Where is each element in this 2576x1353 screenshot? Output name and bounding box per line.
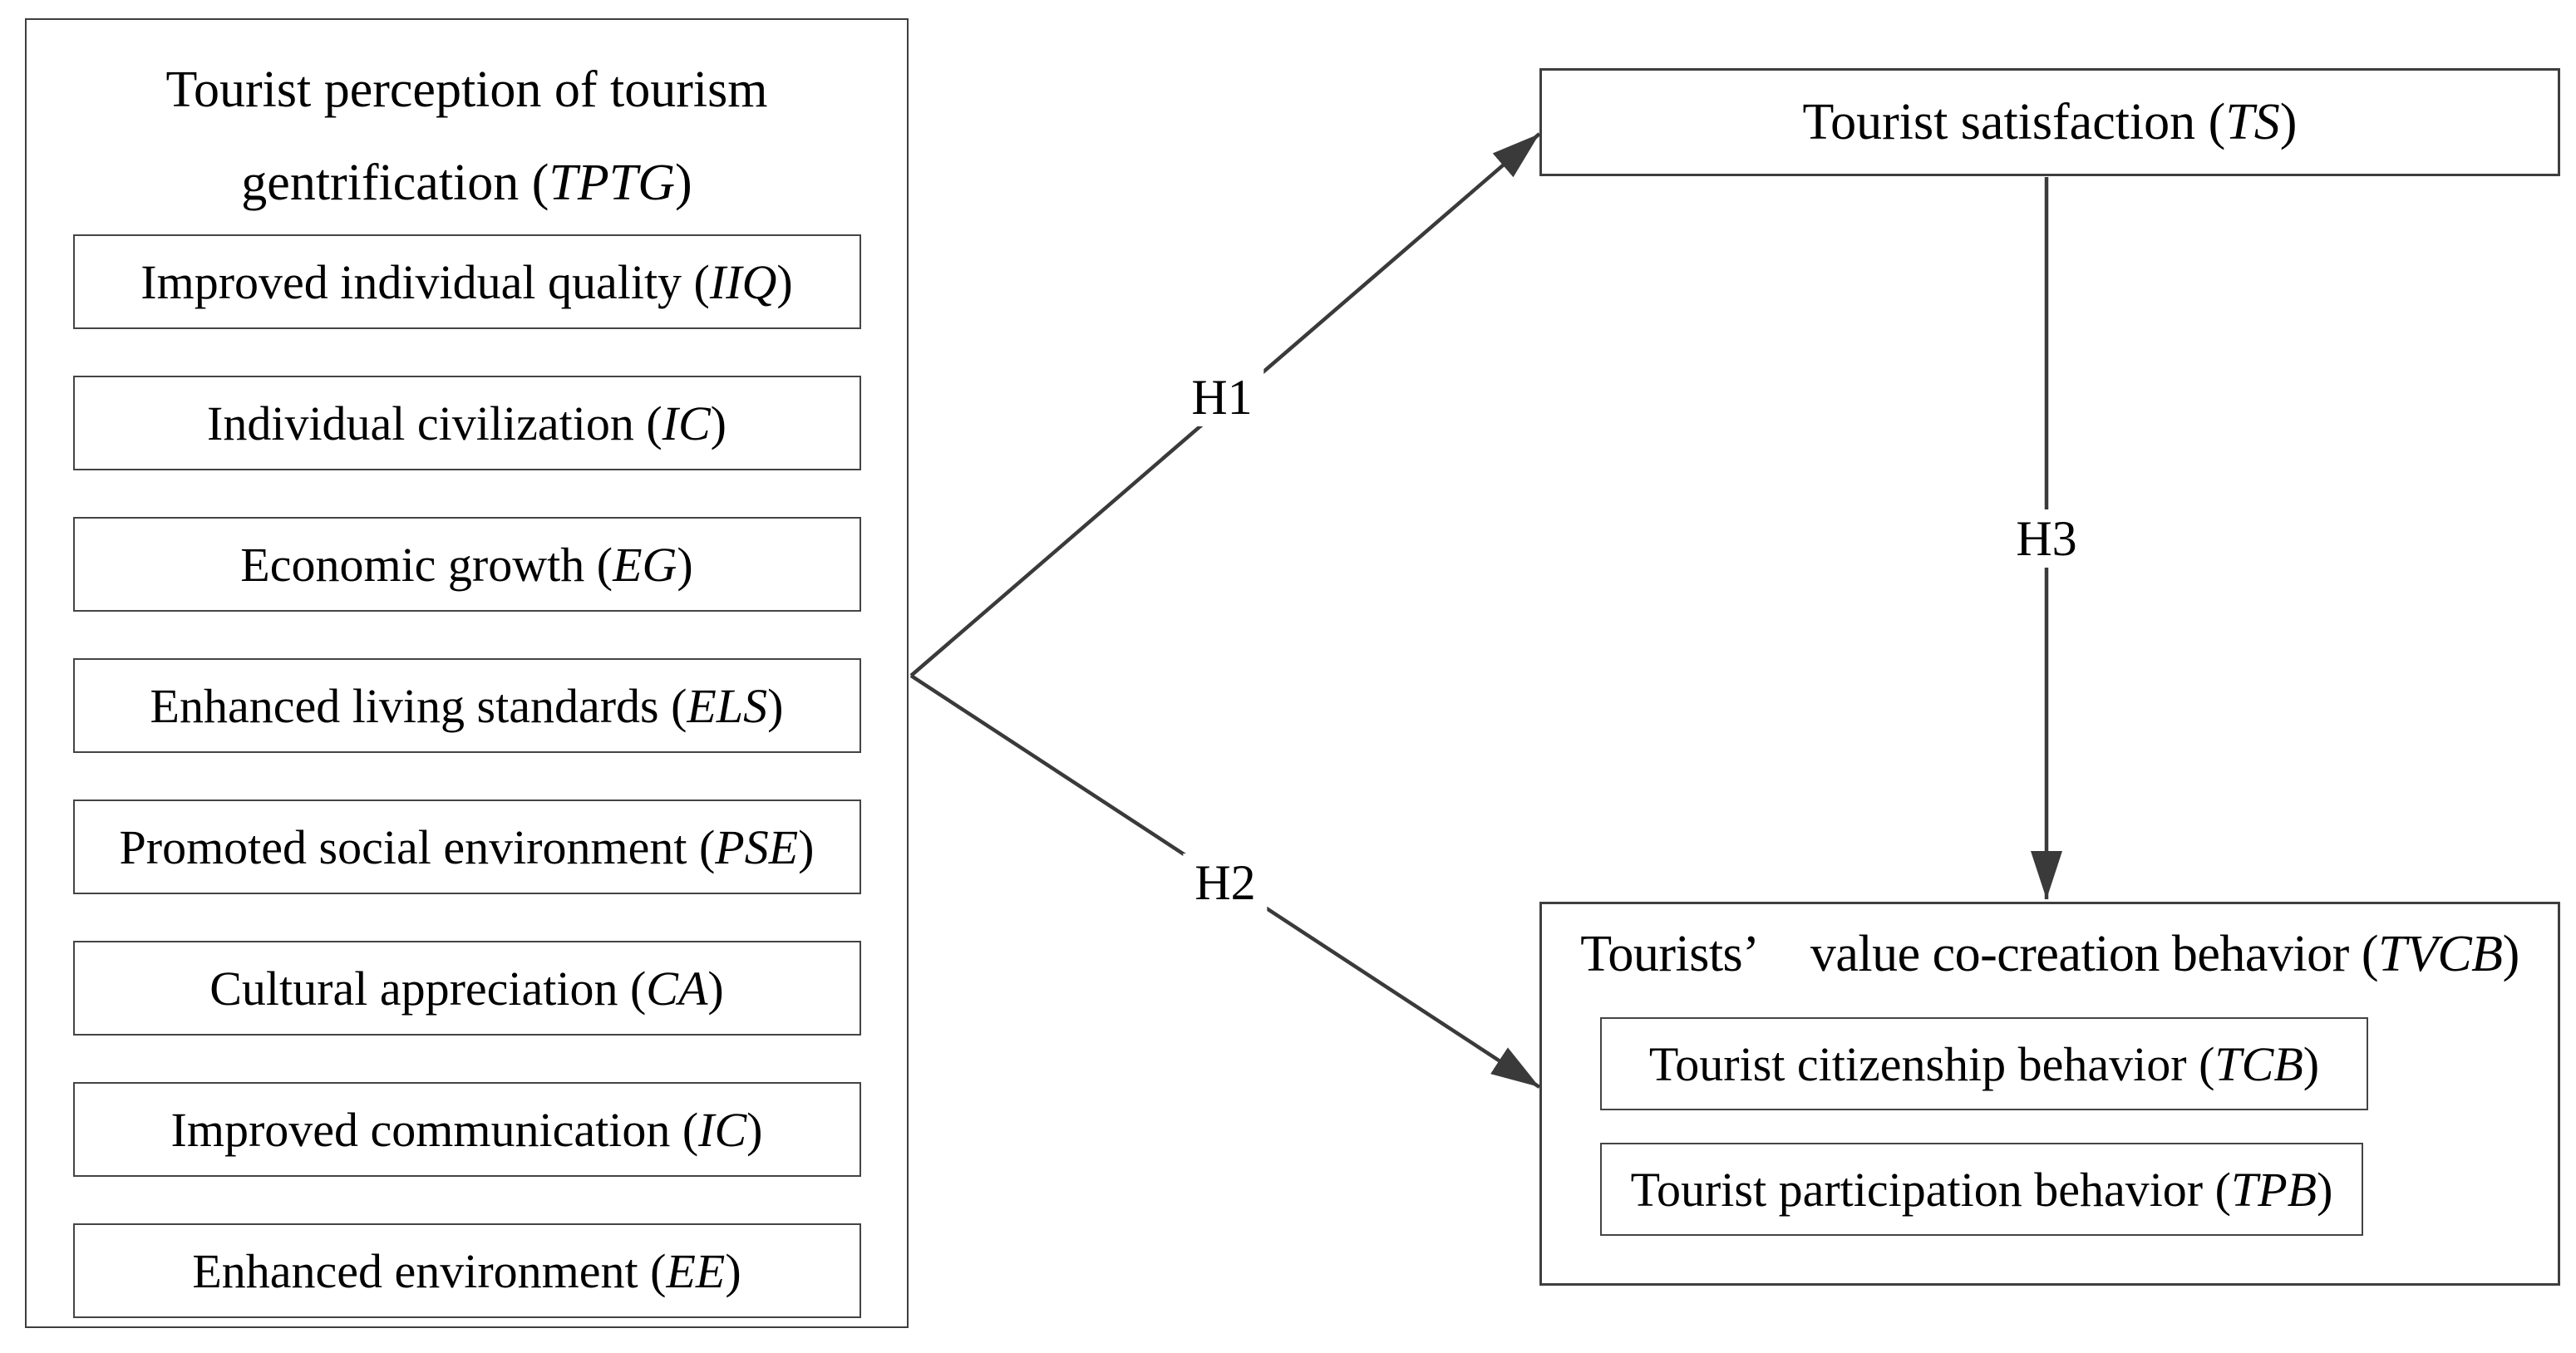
tvcb-acronym: TVCB [2377, 926, 2503, 982]
item-acronym: TPB [2230, 1162, 2317, 1217]
h3-label: H3 [2004, 509, 2089, 568]
item-suffix: ) [707, 961, 724, 1016]
ts-suffix: ) [2279, 93, 2298, 150]
tptg-item-ca: Cultural appreciation (CA) [72, 941, 861, 1036]
item-label: Cultural appreciation ( [209, 961, 647, 1016]
item-suffix: ) [2317, 1162, 2333, 1217]
item-acronym: CA [646, 961, 708, 1016]
tcb-box: Tourist citizenship behavior (TCB) [1600, 1017, 2368, 1110]
tptg-title-line1: Tourist perception of tourism [165, 61, 768, 118]
item-acronym: TCB [2214, 1036, 2303, 1091]
item-suffix: ) [725, 1243, 741, 1298]
item-suffix: ) [677, 537, 693, 592]
item-label: Improved communication ( [170, 1102, 699, 1157]
tpb-box: Tourist participation behavior (TPB) [1600, 1143, 2363, 1236]
item-label: Tourist citizenship behavior ( [1648, 1036, 2215, 1091]
tptg-title: Tourist perception of tourism gentrifica… [27, 20, 907, 229]
item-label: Economic growth ( [240, 537, 613, 592]
tptg-item-ic: Individual civilization (IC) [72, 376, 861, 470]
tvcb-title: Tourists’ value co-creation behavior (TV… [1542, 904, 2558, 989]
tvcb-title-suffix: ) [2502, 926, 2520, 982]
item-acronym: EE [666, 1243, 726, 1298]
tptg-item-eg: Economic growth (EG) [72, 517, 861, 612]
tptg-title-line2-suffix: ) [675, 155, 692, 211]
h1-label: H1 [1180, 368, 1264, 426]
ts-acronym: TS [2225, 93, 2280, 150]
item-label: Enhanced living standards ( [150, 678, 687, 733]
item-acronym: IC [662, 396, 711, 450]
ts-box: Tourist satisfaction (TS) [1539, 68, 2560, 176]
tptg-item-ic2: Improved communication (IC) [72, 1082, 861, 1177]
ts-label: Tourist satisfaction ( [1802, 93, 2226, 150]
item-suffix: ) [2303, 1036, 2320, 1091]
item-acronym: PSE [715, 819, 799, 874]
tptg-title-line2-prefix: gentrification ( [241, 155, 549, 211]
h2-label: H2 [1183, 854, 1268, 912]
item-label: Promoted social environment ( [119, 819, 716, 874]
item-suffix: ) [767, 678, 784, 733]
item-acronym: IC [698, 1102, 747, 1157]
item-label: Enhanced environment ( [192, 1243, 667, 1298]
tvcb-box: Tourists’ value co-creation behavior (TV… [1539, 902, 2560, 1286]
item-suffix: ) [746, 1102, 763, 1157]
item-suffix: ) [710, 396, 727, 450]
item-label: Tourist participation behavior ( [1630, 1162, 2231, 1217]
item-acronym: ELS [687, 678, 768, 733]
tptg-box: Tourist perception of tourism gentrifica… [25, 18, 909, 1328]
tptg-item-pse: Promoted social environment (PSE) [72, 800, 861, 894]
item-acronym: EG [613, 537, 677, 592]
tptg-title-line2: gentrification (TPTG) [27, 136, 907, 229]
item-suffix: ) [798, 819, 815, 874]
tvcb-title-prefix: Tourists’ value co-creation behavior ( [1580, 926, 2378, 982]
tptg-item-iiq: Improved individual quality (IIQ) [72, 234, 861, 329]
item-suffix: ) [776, 254, 793, 309]
tptg-item-ee: Enhanced environment (EE) [72, 1223, 861, 1318]
item-acronym: IIQ [709, 254, 777, 309]
tptg-dimension-list: Improved individual quality (IIQ) Indivi… [27, 234, 907, 1318]
tptg-acronym: TPTG [549, 155, 676, 211]
item-label: Improved individual quality ( [140, 254, 710, 309]
tptg-item-els: Enhanced living standards (ELS) [72, 658, 861, 753]
item-label: Individual civilization ( [207, 396, 662, 450]
